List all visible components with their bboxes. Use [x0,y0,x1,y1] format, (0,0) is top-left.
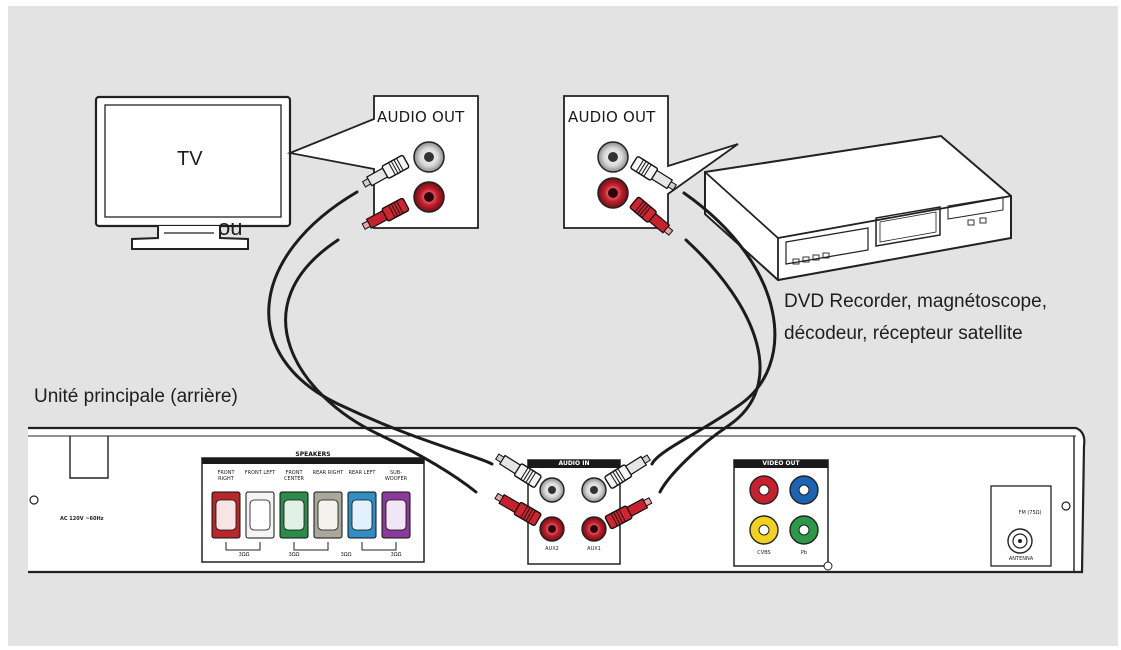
audio-out-callout-right [563,95,739,229]
front-center-label: FRONT CENTER [283,470,305,482]
fm-label: FM (75Ω) [1018,510,1042,516]
ohm-label: 3ΩΩ [238,552,250,558]
ohm-label: 3ΩΩ [390,552,402,558]
audio-out-right-label: AUDIO OUT [568,108,656,126]
or-label: ou [218,215,243,240]
cvbs-label: CVBS [757,550,771,556]
pb-label: Pb [800,550,808,556]
aux1-label: AUX1 [587,546,601,552]
audio-cables [267,190,777,494]
front-right-label: FRONT RIGHT [217,470,235,482]
rear-right-label: REAR RIGHT [312,470,344,476]
main-unit-label: Unité principale (arrière) [34,386,238,407]
ac-label: AC 120V ~60Hz [60,516,104,522]
tv-monitor-icon [94,95,292,250]
speakers-label: SPEAKERS [295,451,331,458]
video-out-label: VIDEO OUT [734,460,828,468]
ohm-label: 3ΩΩ [340,552,352,558]
aux2-label: AUX2 [545,546,559,552]
ohm-label: 3ΩΩ [288,552,300,558]
dvd-recorder-icon [704,134,1012,282]
antenna-label: ANTENNA [1008,556,1034,562]
front-left-label: FRONT LEFT [244,470,276,476]
diagram-canvas: TV ou AUDIO OUT AUDIO OUT DVD Recorder, … [8,6,1118,646]
tv-label: TV [177,148,203,170]
speaker-terminals [211,491,411,539]
rear-left-label: REAR LEFT [348,470,376,476]
subwoofer-label: SUB-WOOFER [384,470,408,482]
audio-out-callout-left [286,95,479,229]
audio-in-label: AUDIO IN [528,460,620,468]
recorder-label-line1: DVD Recorder, magnétoscope, [784,291,1047,312]
recorder-label-line2: décodeur, récepteur satellite [784,323,1023,344]
audio-out-left-label: AUDIO OUT [377,108,465,126]
